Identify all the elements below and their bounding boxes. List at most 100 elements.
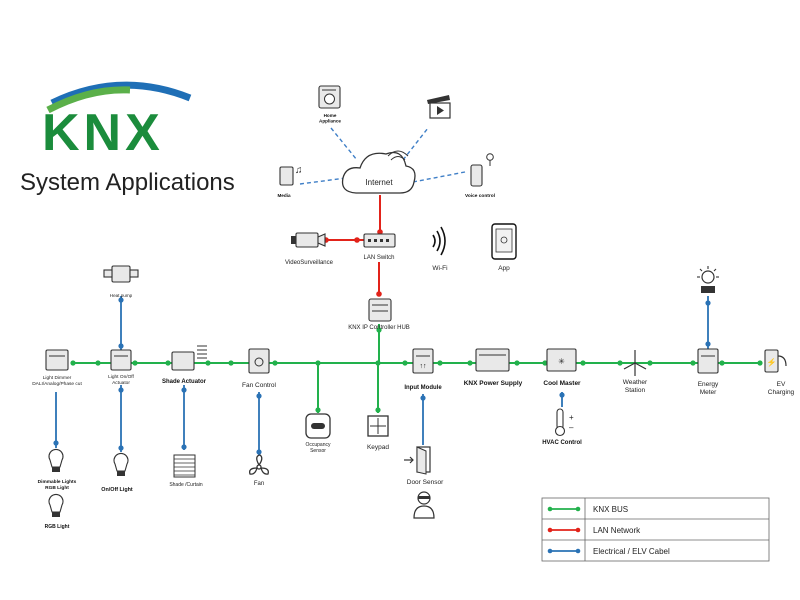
light-onoff-actuator-icon: [110, 349, 132, 371]
shade-curtain-label: Shade /Curtain: [169, 482, 203, 488]
door-sensor-label: Door Sensor: [407, 479, 444, 486]
media-label: Media: [277, 193, 290, 198]
elv-dot: [256, 449, 262, 455]
elv-dot: [705, 341, 711, 347]
cloud-label: Internet: [365, 178, 393, 187]
energy-meter-icon: [697, 348, 719, 374]
cool-master-icon: ✳: [546, 348, 577, 372]
electrical-lines: [55, 296, 709, 455]
svg-text:⚡: ⚡: [767, 357, 777, 367]
wifi-label: Wi-Fi: [432, 265, 447, 272]
bus-dot: [272, 360, 278, 366]
rgb-bulb-icon: [48, 493, 64, 517]
elv-dot: [181, 444, 187, 450]
fan-control-icon: [248, 348, 270, 374]
shade-actuator-label: Shade Actuator: [162, 379, 207, 385]
person-icon: [413, 491, 435, 519]
elv-dot: [181, 387, 187, 393]
fan-icon: [249, 454, 269, 475]
lan-switch-icon: [363, 233, 396, 248]
keypad-icon: [367, 415, 389, 437]
bus-dot: [375, 407, 381, 413]
bus-dot: [757, 360, 763, 366]
onoff-bulb-icon: [113, 452, 129, 476]
door-sensor-icon: [404, 446, 431, 475]
media-icon: ♫: [279, 165, 303, 186]
elv-dot: [53, 440, 59, 446]
logo-arc-green: [46, 86, 131, 114]
legend: KNX BUS LAN Network Electrical / ELV Cab…: [541, 497, 770, 562]
bus-dot: [719, 360, 725, 366]
power-supply-icon: [475, 348, 510, 372]
ip-hub-label: KNX IP Controller HUB: [348, 325, 410, 331]
svg-text:♫: ♫: [295, 165, 303, 176]
bus-dot: [315, 360, 321, 366]
bus-dot: [95, 360, 101, 366]
svg-text:+: +: [569, 413, 574, 422]
bus-dot: [402, 360, 408, 366]
sun-solar-icon: [697, 266, 719, 293]
logo-text: KNX: [42, 104, 164, 162]
power-supply-label: KNX Power Supply: [464, 380, 523, 387]
bus-dot: [647, 360, 653, 366]
page-title: System Applications: [20, 169, 235, 196]
bus-dot: [228, 360, 234, 366]
bus-dot: [542, 360, 548, 366]
bus-dot: [205, 360, 211, 366]
legend-label-knx: KNX BUS: [593, 505, 628, 514]
occupancy-sensor-icon: [305, 413, 331, 439]
voice-control-icon: [470, 153, 494, 187]
heat-pump-label: Heat pump: [110, 293, 133, 298]
elv-dot: [118, 445, 124, 451]
video-icon: [427, 95, 451, 119]
voice-control-label: Voice control: [465, 193, 495, 199]
dimmable-bulb-icon: [48, 448, 64, 472]
lan-dot: [354, 237, 360, 243]
logo-arc-blue: [50, 81, 192, 107]
legend-label-electrical: Electrical / ELV Cabel: [593, 547, 670, 556]
shade-actuator-icon: [171, 345, 207, 371]
surveillance-label: VideoSurveillance: [285, 260, 334, 266]
app-tablet-icon: [491, 223, 517, 260]
home-appliance-icon: [318, 85, 341, 109]
svg-text:↑↑: ↑↑: [420, 363, 427, 370]
lan-dot: [377, 229, 383, 235]
hvac-label: HVAC Control: [542, 440, 582, 446]
keypad-label: Keypad: [367, 444, 389, 451]
svg-text:✳: ✳: [558, 357, 565, 366]
input-module-icon: ↑↑: [412, 348, 434, 374]
elv-dot: [705, 300, 711, 306]
bus-dot: [437, 360, 443, 366]
link-voice-control: [412, 171, 466, 183]
camera-icon: [291, 232, 326, 248]
wifi-icon: [432, 226, 446, 256]
fan-control-label: Fan Control: [242, 382, 277, 389]
cool-master-label: Cool Master: [543, 380, 581, 387]
legend-label-lan: LAN Network: [593, 526, 641, 535]
wind-turbine-icon: [623, 350, 647, 376]
onoff-light-label: On/Off Light: [101, 487, 133, 493]
cloud-shape: [341, 151, 416, 194]
elv-dot: [420, 395, 426, 401]
thermometer-icon: + –: [554, 408, 574, 437]
rgb-light-label: RGB Light: [45, 524, 70, 530]
light-dimmer-icon: [45, 349, 69, 371]
elv-dot: [118, 297, 124, 303]
ev-charger-icon: ⚡: [764, 349, 787, 373]
heat-pump-icon: [103, 265, 139, 283]
elv-dot: [118, 343, 124, 349]
bus-dot: [467, 360, 473, 366]
ip-hub-icon: [368, 298, 392, 322]
cloud-wifi-icon: [387, 150, 409, 161]
wireless-links: [299, 127, 466, 185]
bus-dot: [514, 360, 520, 366]
link-media: [299, 177, 347, 185]
link-home-appliance: [330, 127, 358, 161]
